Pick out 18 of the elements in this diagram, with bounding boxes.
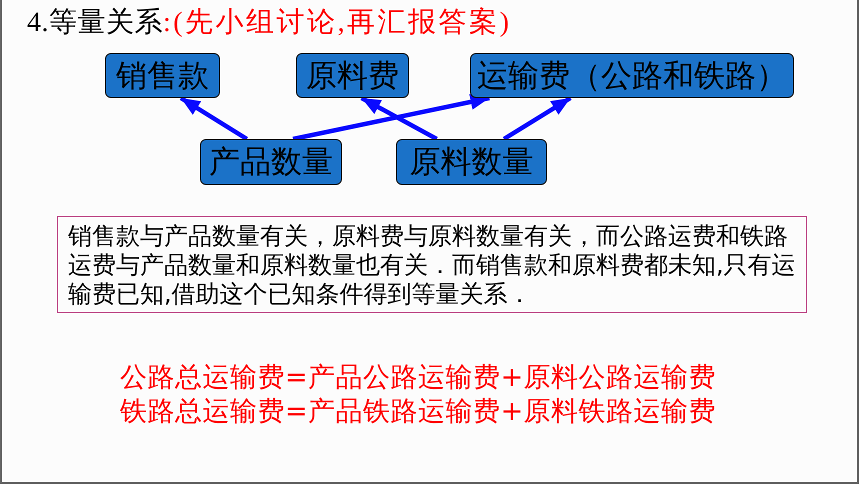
arrow (292, 94, 490, 142)
arrow (180, 96, 248, 141)
box-label: 原料费 (306, 58, 399, 94)
equation-text: 铁路总运输费=产品铁路运输费+原料铁路运输费 (120, 396, 716, 428)
concept-box (470, 53, 794, 98)
slide-title: 4.等量关系 (27, 6, 163, 40)
arrow (360, 96, 438, 141)
box-label: 销售款 (116, 58, 209, 94)
box-label: 原料数量 (410, 144, 534, 180)
equation-text: 公路总运输费=产品公路运输费+原料公路运输费 (120, 362, 716, 394)
concept-box (296, 53, 409, 98)
box-label: 运输费（公路和铁路） (477, 58, 787, 94)
concept-box (200, 139, 342, 185)
concept-box (105, 53, 220, 98)
box-label: 产品数量 (209, 144, 333, 180)
note-text: 销售款与产品数量有关，原料费与原料数量有关，而公路运费和铁路运费与产品数量和原料数量也有关．而销售款和原料费都未知,只有运输费已知,借助这个已知条件得到等量关系． (68, 222, 797, 309)
title-note: :(先小组讨论,再汇报答案) (163, 6, 512, 40)
concept-box (396, 139, 547, 185)
